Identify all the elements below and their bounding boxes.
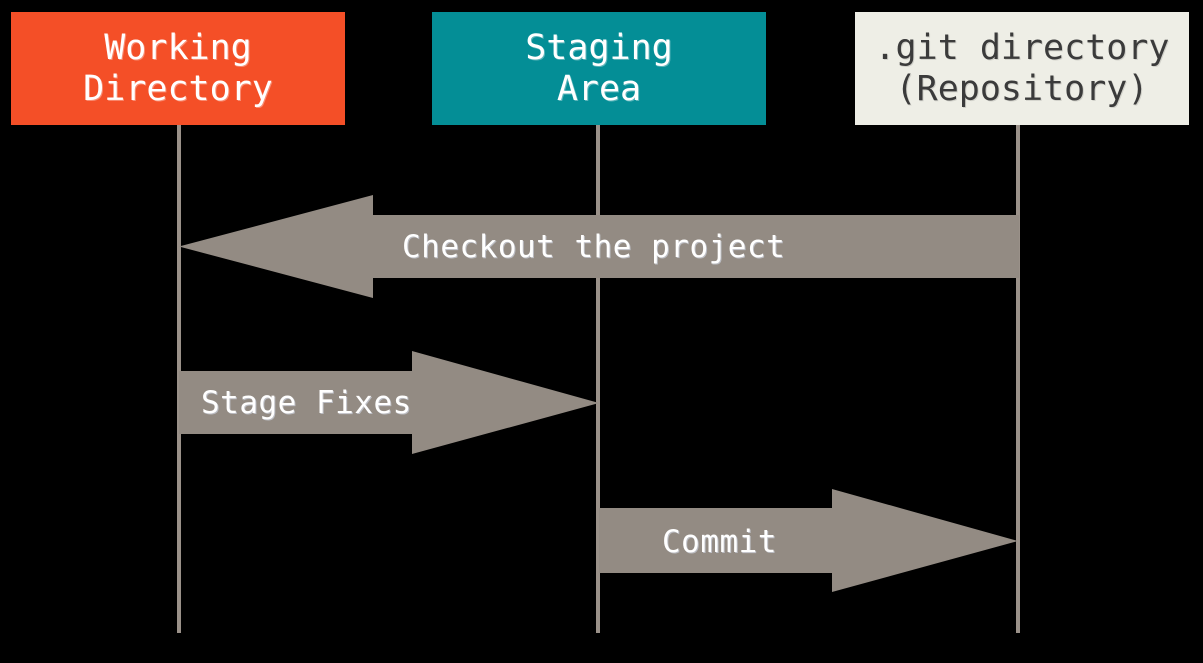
column-box-working-directory: Working Directory [11,12,345,125]
column-box-git-directory: .git directory (Repository) [855,12,1189,125]
lifeline-git-directory [1016,125,1020,633]
column-box-staging-area: Staging Area [432,12,766,125]
arrow-commit [599,489,1018,593]
arrow-checkout [179,194,1019,299]
arrow-stage-fixes [179,351,599,455]
lifeline-staging-area [596,125,600,633]
